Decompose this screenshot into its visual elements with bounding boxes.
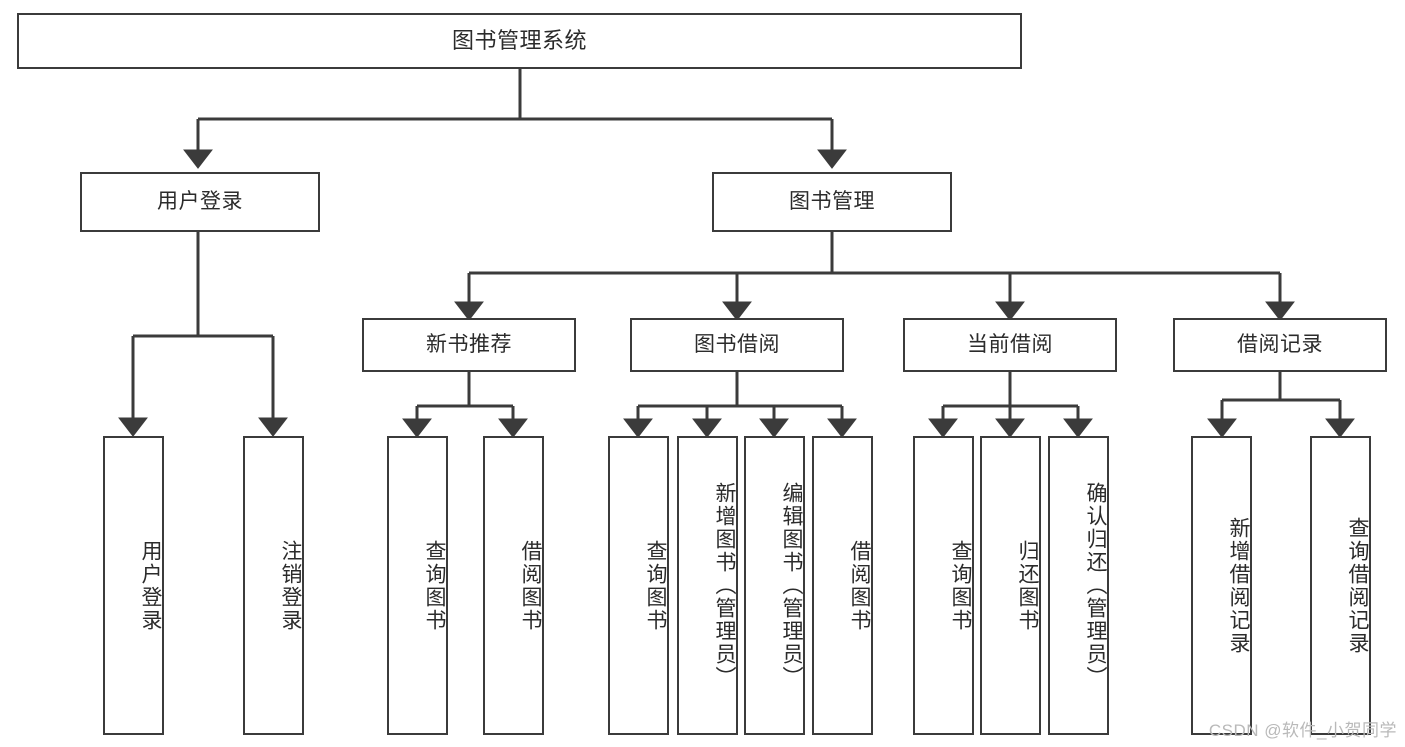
node-borrow-record[interactable]: 借阅记录	[1173, 318, 1387, 372]
leaf-query-borrow-record[interactable]: 查询借阅记录	[1310, 436, 1371, 735]
leaf-confirm-return-admin[interactable]: 确认归还（管理员）	[1048, 436, 1109, 735]
node-current-borrow[interactable]: 当前借阅	[903, 318, 1117, 372]
node-label: 用户登录	[139, 539, 162, 632]
node-label: 查询图书	[644, 539, 667, 632]
leaf-return-book[interactable]: 归还图书	[980, 436, 1041, 735]
node-label: 查询图书	[949, 539, 972, 632]
node-root-system[interactable]: 图书管理系统	[17, 13, 1022, 69]
leaf-query-book-current[interactable]: 查询图书	[913, 436, 974, 735]
node-label: 用户登录	[157, 190, 243, 214]
node-label: 新增借阅记录	[1227, 516, 1250, 655]
leaf-user-login[interactable]: 用户登录	[103, 436, 164, 735]
node-label: 归还图书	[1016, 539, 1039, 632]
node-label: 确认归还（管理员）	[1084, 482, 1107, 689]
leaf-query-book-recommend[interactable]: 查询图书	[387, 436, 448, 735]
leaf-borrow-book[interactable]: 借阅图书	[812, 436, 873, 735]
node-label: 查询借阅记录	[1346, 516, 1369, 655]
leaf-borrow-book-recommend[interactable]: 借阅图书	[483, 436, 544, 735]
node-label: 借阅图书	[519, 539, 542, 632]
node-user-login[interactable]: 用户登录	[80, 172, 320, 232]
node-label: 注销登录	[279, 539, 302, 632]
node-label: 查询图书	[423, 539, 446, 632]
leaf-query-book-borrow[interactable]: 查询图书	[608, 436, 669, 735]
node-book-management[interactable]: 图书管理	[712, 172, 952, 232]
leaf-edit-book-admin[interactable]: 编辑图书（管理员）	[744, 436, 805, 735]
leaf-add-borrow-record[interactable]: 新增借阅记录	[1191, 436, 1252, 735]
node-label: 图书管理系统	[451, 27, 587, 53]
node-label: 借阅图书	[848, 539, 871, 632]
node-new-book-recommend[interactable]: 新书推荐	[362, 318, 576, 372]
node-label: 图书管理	[789, 190, 875, 214]
node-label: 借阅记录	[1237, 333, 1323, 357]
node-label: 当前借阅	[967, 333, 1053, 357]
leaf-add-book-admin[interactable]: 新增图书（管理员）	[677, 436, 738, 735]
node-book-borrow[interactable]: 图书借阅	[630, 318, 844, 372]
node-label: 新书推荐	[426, 333, 512, 357]
node-label: 编辑图书（管理员）	[780, 482, 803, 689]
node-label: 新增图书（管理员）	[713, 482, 736, 689]
leaf-logout[interactable]: 注销登录	[243, 436, 304, 735]
node-label: 图书借阅	[694, 333, 780, 357]
csdn-watermark: CSDN @软件_小贺同学	[1208, 721, 1397, 740]
